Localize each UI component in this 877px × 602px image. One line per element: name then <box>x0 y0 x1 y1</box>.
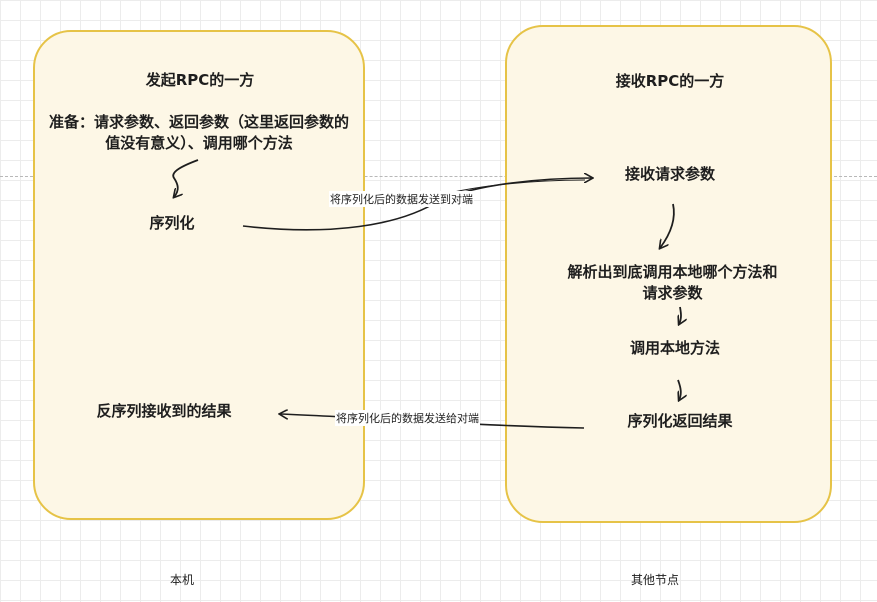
invoke-step: 调用本地方法 <box>629 339 720 357</box>
deserialize-step: 反序列接收到的结果 <box>96 402 232 420</box>
prepare-step: 准备：请求参数、返回参数（这里返回参数的值没有意义）、调用哪个方法 <box>48 113 349 152</box>
receive-step: 接收请求参数 <box>624 165 715 183</box>
remote-node-caption: 其他节点 <box>631 573 680 587</box>
arrow-invoke-to-serialize-result <box>677 379 681 400</box>
local-node-box <box>33 30 365 520</box>
local-box-title: 发起RPC的一方 <box>145 71 255 89</box>
serialize-result-step: 序列化返回结果 <box>627 412 733 430</box>
serialize-step: 序列化 <box>149 214 195 232</box>
remote-box-title: 接收RPC的一方 <box>615 72 725 90</box>
arrow-receive-to-parse <box>660 203 675 248</box>
arrow-prepare-to-serialize <box>173 159 199 197</box>
local-node-caption: 本机 <box>170 573 195 587</box>
send-result-label: 将序列化后的数据发送给对端 <box>335 410 480 426</box>
parse-step: 解析出到底调用本地哪个方法和请求参数 <box>567 263 778 302</box>
arrow-parse-to-invoke <box>679 306 681 324</box>
guide-line <box>0 176 877 177</box>
send-request-label: 将序列化后的数据发送到对端 <box>329 191 474 207</box>
remote-node-box <box>505 25 832 523</box>
